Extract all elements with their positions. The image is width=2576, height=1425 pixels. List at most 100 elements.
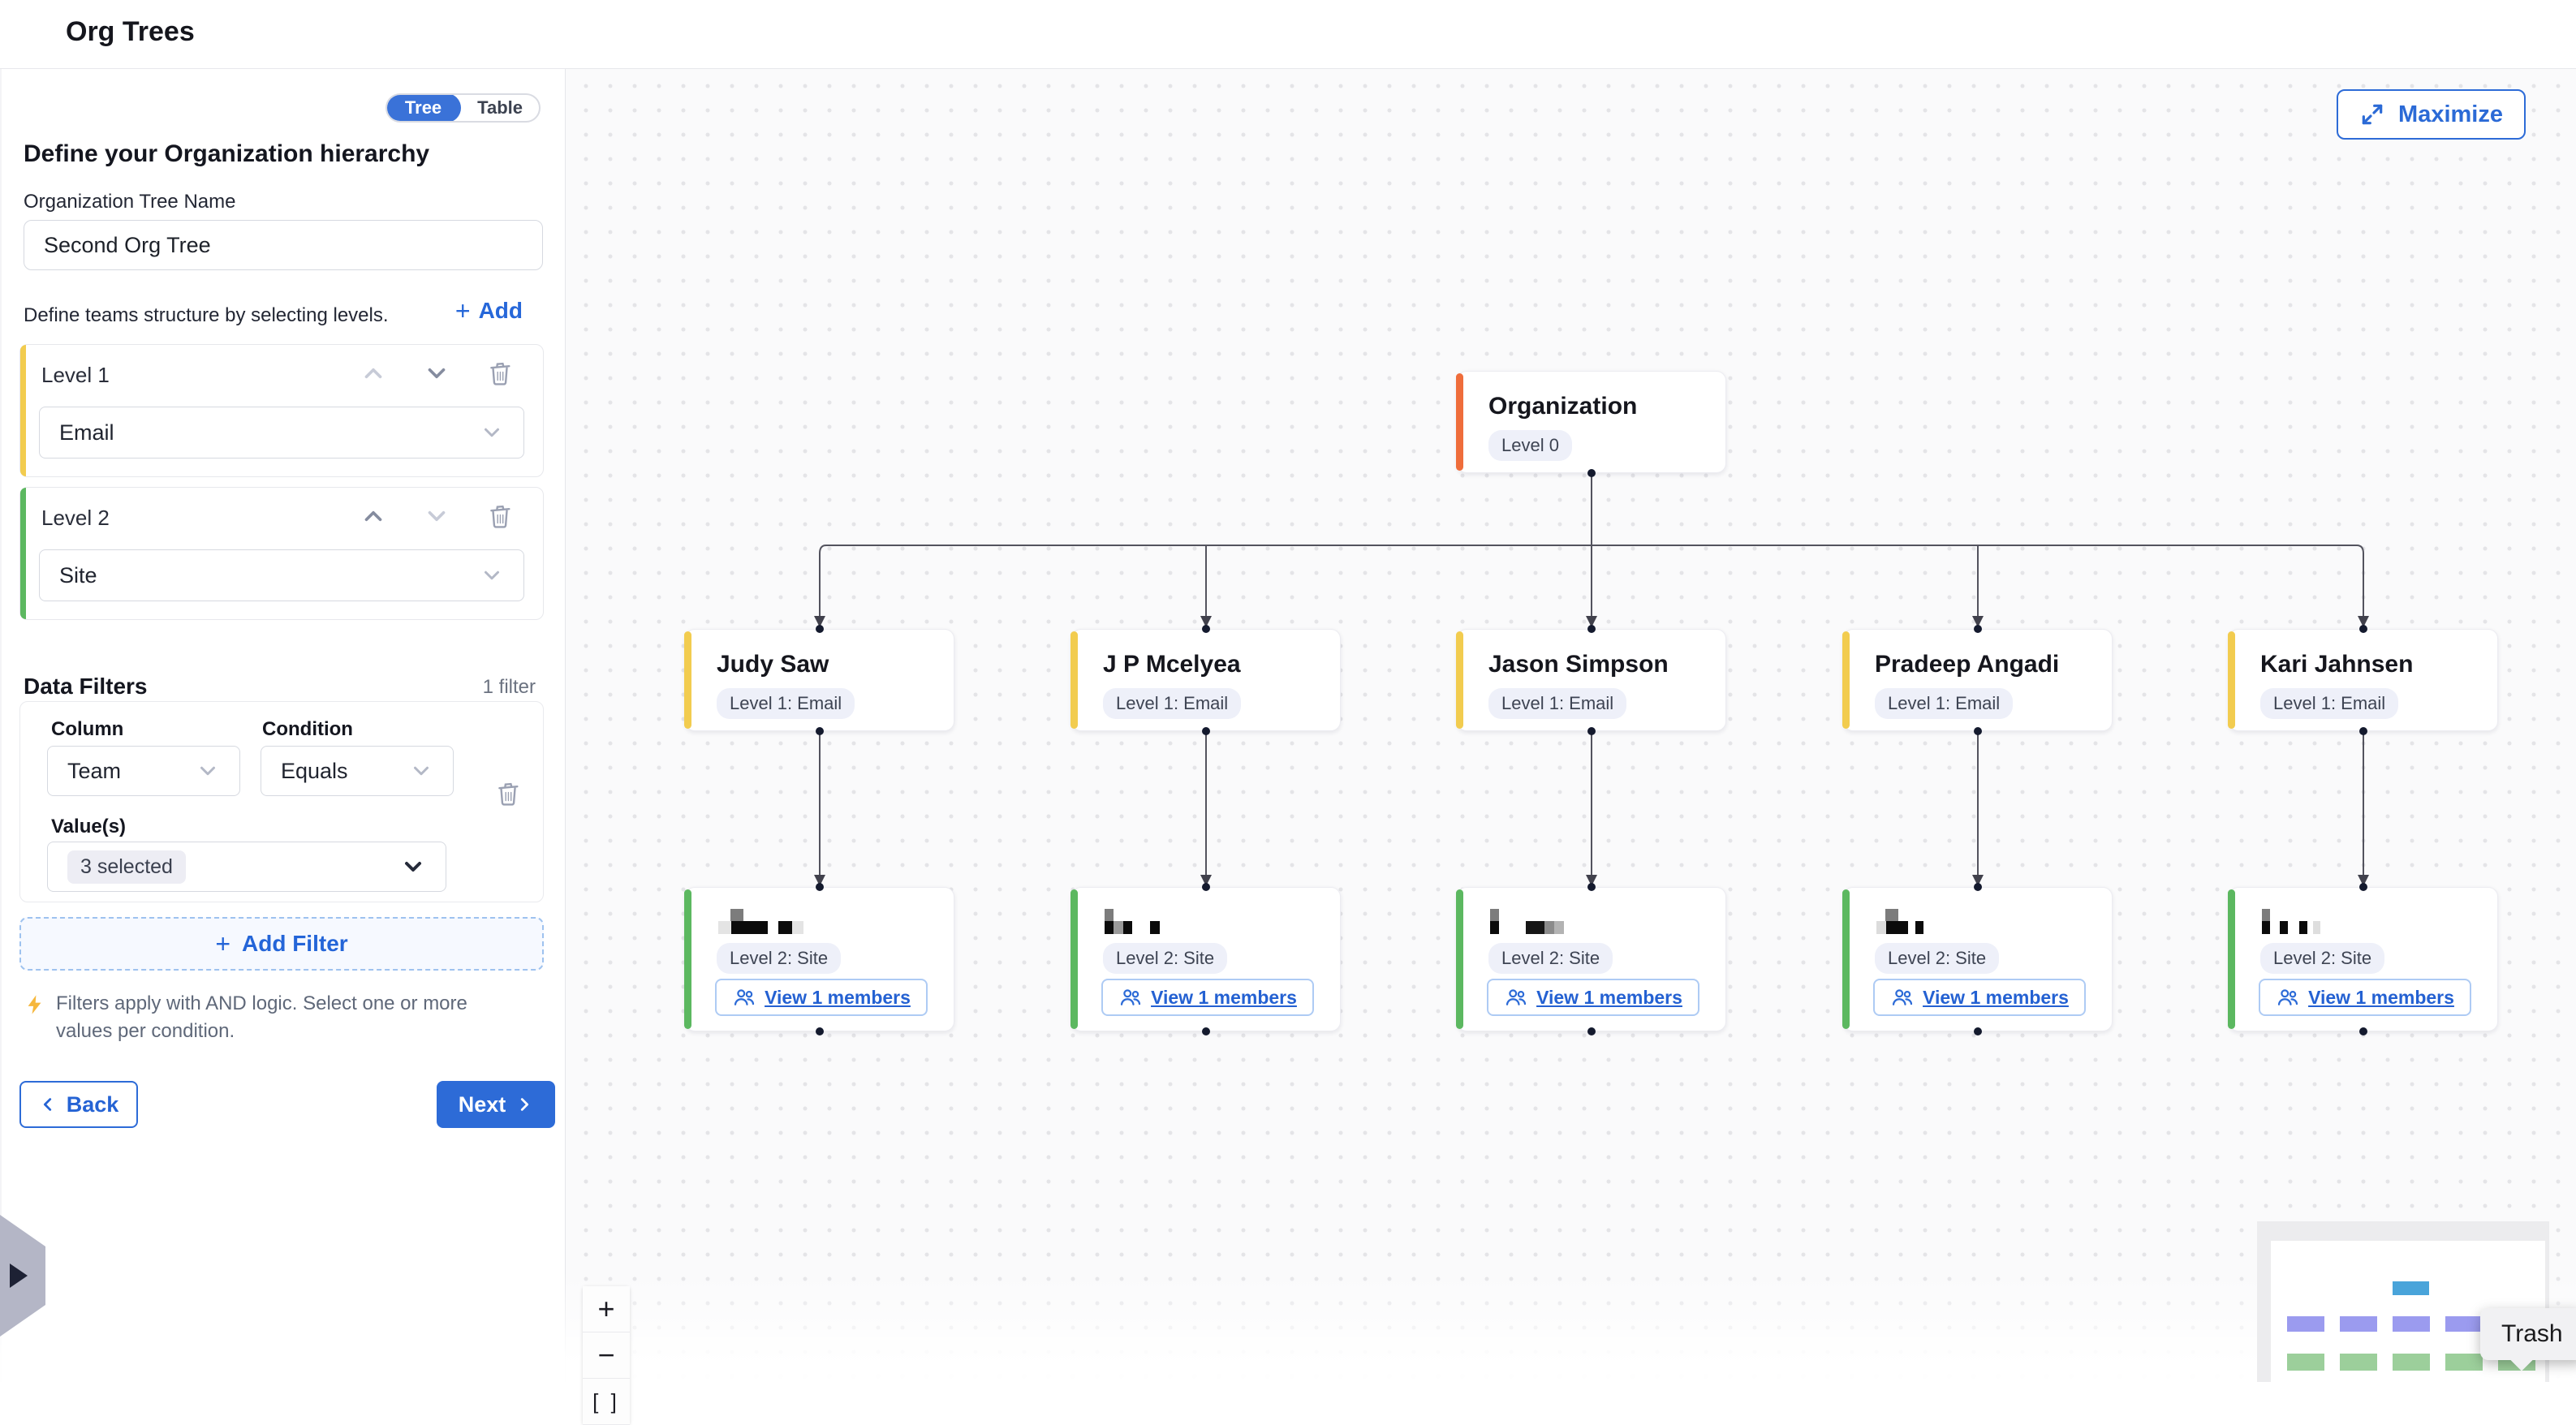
delete-level-button[interactable]: [486, 502, 514, 530]
column-value: Team: [67, 759, 121, 784]
chevron-down-icon: [480, 420, 504, 445]
level-field-select[interactable]: Email: [39, 407, 524, 458]
node-title: Organization: [1488, 393, 1637, 420]
view-members-button[interactable]: View 1 members: [715, 979, 928, 1016]
delete-level-button[interactable]: [486, 359, 514, 387]
view-members-button[interactable]: View 1 members: [1101, 979, 1314, 1016]
level-accent: [20, 345, 26, 476]
node-level-badge: Level 1: Email: [1103, 688, 1241, 719]
view-members-label: View 1 members: [765, 987, 911, 1009]
level-field-value: Email: [59, 420, 114, 446]
fit-view-button[interactable]: [ ]: [583, 1379, 630, 1425]
add-filter-label: Add Filter: [242, 931, 348, 957]
tree-name-input[interactable]: [24, 220, 543, 270]
trash-icon: [486, 502, 514, 530]
delete-filter-button[interactable]: [494, 780, 522, 807]
add-level-button[interactable]: + Add: [455, 298, 523, 324]
lightning-icon: [24, 993, 46, 1016]
trash-icon: [486, 359, 514, 387]
view-members-button[interactable]: View 1 members: [2259, 979, 2471, 1016]
data-filters-title: Data Filters: [24, 674, 148, 700]
chevron-right-icon: [515, 1096, 533, 1113]
back-label: Back: [67, 1092, 119, 1117]
condition-select[interactable]: Equals: [261, 746, 454, 796]
view-members-button[interactable]: View 1 members: [1487, 979, 1699, 1016]
move-up-button[interactable]: [360, 359, 387, 387]
node-level-badge: Level 2: Site: [717, 943, 841, 974]
column-select[interactable]: Team: [47, 746, 240, 796]
back-button[interactable]: Back: [19, 1081, 138, 1128]
condition-label: Condition: [262, 718, 353, 741]
chevron-down-icon: [409, 759, 433, 783]
redacted-name: [2262, 909, 2449, 936]
node-accent: [1456, 373, 1463, 471]
members-icon: [2276, 985, 2300, 1010]
view-members-label: View 1 members: [1151, 987, 1297, 1009]
node-accent: [684, 631, 691, 729]
view-members-button[interactable]: View 1 members: [1873, 979, 2086, 1016]
node-level-badge: Level 1: Email: [717, 688, 855, 719]
tab-table[interactable]: Table: [461, 93, 539, 123]
tree-name-label: Organization Tree Name: [24, 191, 235, 213]
view-toggle: Tree Table: [386, 93, 541, 123]
redacted-name: [1876, 909, 2063, 936]
chevron-down-icon: [196, 759, 220, 783]
values-label: Value(s): [51, 816, 126, 838]
chevron-down-icon: [480, 563, 504, 588]
move-down-button[interactable]: [423, 359, 450, 387]
move-down-button[interactable]: [423, 502, 450, 530]
node-accent: [1456, 631, 1463, 729]
plus-icon: +: [215, 931, 230, 957]
zoom-in-button[interactable]: +: [583, 1286, 630, 1332]
level-label: Level 1: [41, 363, 110, 388]
chevron-left-icon: [39, 1096, 57, 1113]
trash-tooltip-label: Trash: [2501, 1320, 2563, 1348]
condition-value: Equals: [281, 759, 348, 784]
zoom-out-button[interactable]: −: [583, 1332, 630, 1379]
page-header: Org Trees: [0, 0, 2576, 69]
next-label: Next: [459, 1092, 506, 1117]
minimap-level1-node: [2340, 1316, 2377, 1332]
move-up-button[interactable]: [360, 502, 387, 530]
minimap-level1-node: [2287, 1316, 2324, 1332]
node-title: Kari Jahnsen: [2260, 651, 2413, 678]
node-level-badge: Level 2: Site: [1103, 943, 1227, 974]
node-accent: [2228, 889, 2235, 1029]
level-card-1: Level 1 Email: [19, 344, 544, 477]
org-root-node[interactable]: Organization Level 0: [1457, 371, 1726, 473]
maximize-button[interactable]: Maximize: [2337, 89, 2526, 140]
redacted-name: [1105, 909, 1291, 936]
node-level-badge: Level 2: Site: [1875, 943, 1999, 974]
next-button[interactable]: Next: [437, 1081, 555, 1128]
node-accent: [1070, 631, 1078, 729]
node-accent: [1842, 889, 1850, 1029]
tab-tree[interactable]: Tree: [386, 93, 461, 123]
minimap-level2-node: [2445, 1354, 2483, 1371]
members-icon: [732, 985, 756, 1010]
node-accent: [1842, 631, 1850, 729]
minimap-level1-node: [2393, 1316, 2430, 1332]
chevron-down-icon: [423, 359, 450, 387]
fit-view-icon: [ ]: [592, 1389, 620, 1414]
node-level-badge: Level 0: [1488, 430, 1572, 461]
values-multiselect[interactable]: 3 selected: [47, 842, 446, 892]
members-icon: [1118, 985, 1143, 1010]
column-label: Column: [51, 718, 123, 741]
level-field-select[interactable]: Site: [39, 549, 524, 601]
chevron-up-icon: [360, 502, 387, 530]
node-title: Judy Saw: [717, 651, 829, 678]
add-filter-button[interactable]: + Add Filter: [19, 917, 544, 971]
chevron-up-icon: [360, 359, 387, 387]
maximize-label: Maximize: [2398, 101, 2503, 128]
